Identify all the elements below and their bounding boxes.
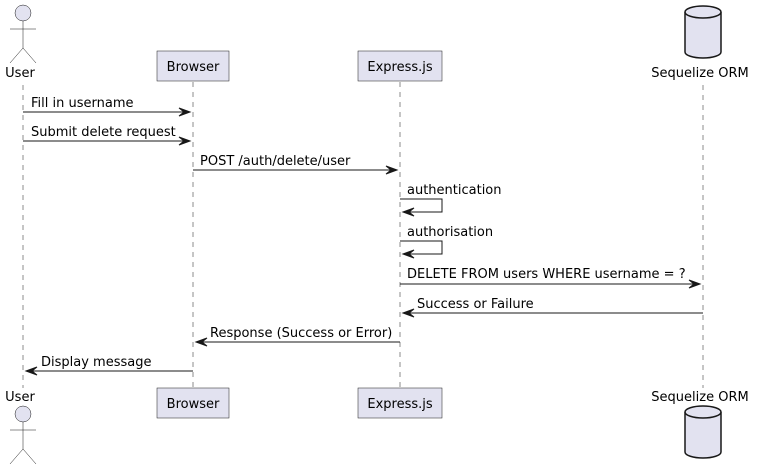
message-post-request: POST /auth/delete/user <box>193 154 399 175</box>
message-authentication-self: authentication <box>400 183 502 217</box>
message-label: authentication <box>407 183 502 198</box>
database-icon-top <box>684 5 722 59</box>
message-label: DELETE FROM users WHERE username = ? <box>407 267 686 282</box>
message-display-message: Display message <box>24 355 193 376</box>
database-icon-bottom <box>684 405 722 459</box>
message-label: Submit delete request <box>31 125 176 140</box>
message-label: authorisation <box>407 225 493 240</box>
participant-express-bottom-box <box>357 387 443 419</box>
message-delete-query: DELETE FROM users WHERE username = ? <box>400 267 702 289</box>
participant-browser-top: Browser <box>156 50 230 82</box>
participant-orm-label-bottom: Sequelize ORM <box>651 390 748 405</box>
participant-express-label-bottom: Express.js <box>367 397 433 412</box>
actor-user-top-icon <box>9 4 37 64</box>
participant-user-label-top: User <box>5 66 35 81</box>
message-label: Response (Success or Error) <box>210 326 392 341</box>
participant-express-label-top: Express.js <box>367 60 433 75</box>
participant-orm-label-top: Sequelize ORM <box>651 66 748 81</box>
message-response: Response (Success or Error) <box>194 326 400 347</box>
participant-orm-top: Sequelize ORM <box>651 5 749 81</box>
message-success-or-failure: Success or Failure <box>401 297 703 318</box>
participant-browser-top-box <box>156 50 230 82</box>
participant-express-bottom: Express.js <box>357 387 443 419</box>
message-label: Display message <box>41 355 151 370</box>
message-submit-delete: Submit delete request <box>23 125 192 146</box>
participant-user-label-bottom: User <box>5 390 35 405</box>
participant-browser-bottom-box <box>156 387 230 419</box>
message-authorisation-self: authorisation <box>400 225 493 259</box>
actor-user-bottom: User <box>5 390 37 465</box>
participant-browser-label-bottom: Browser <box>167 397 220 412</box>
participant-express-top-box <box>357 50 443 82</box>
participant-browser-bottom: Browser <box>156 387 230 419</box>
message-label: Success or Failure <box>417 297 534 312</box>
actor-user-bottom-icon <box>9 405 37 465</box>
message-label: Fill in username <box>31 96 133 111</box>
message-label: POST /auth/delete/user <box>200 154 351 169</box>
participant-express-top: Express.js <box>357 50 443 82</box>
participant-orm-bottom: Sequelize ORM <box>651 390 749 459</box>
participant-browser-label-top: Browser <box>167 60 220 75</box>
message-fill-username: Fill in username <box>23 96 192 117</box>
actor-user-top: User <box>5 4 37 81</box>
